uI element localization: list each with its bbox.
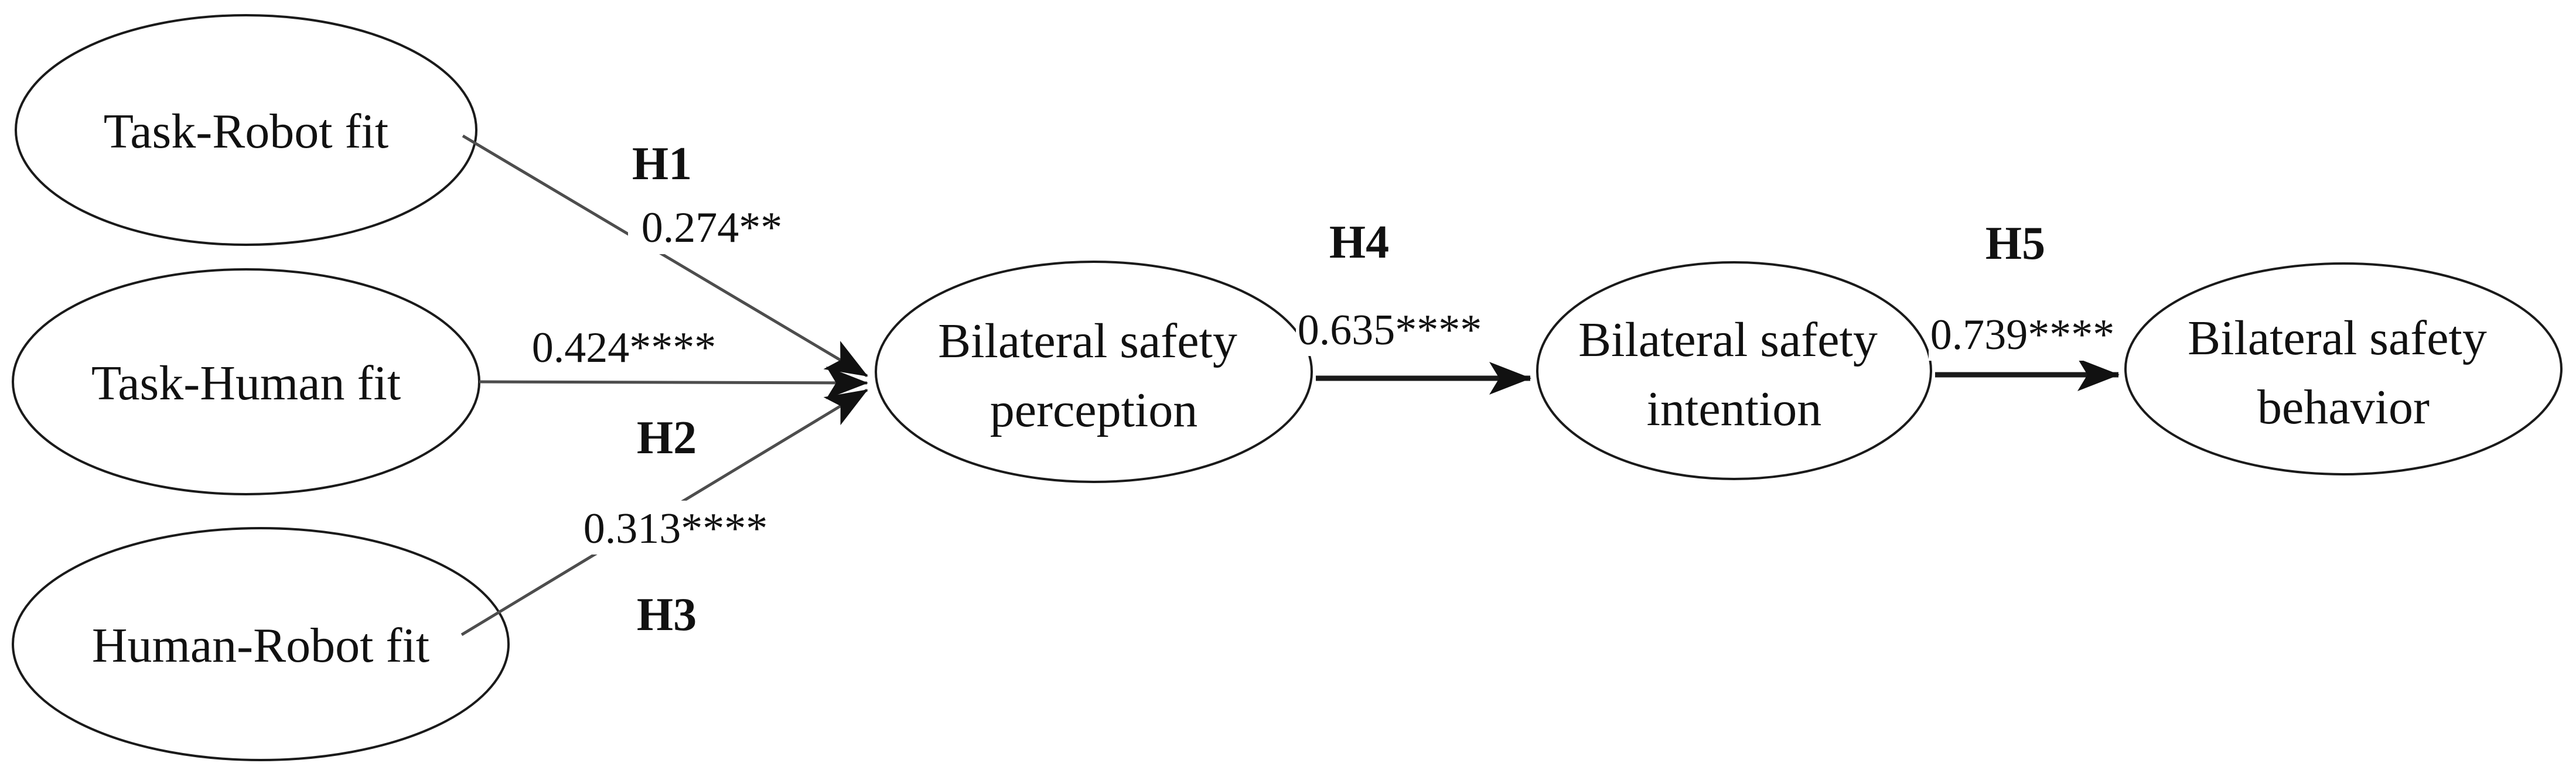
coefficient-halo (628, 200, 798, 254)
hypothesis-label: H5 (1985, 218, 2045, 269)
coefficient-label: 0.274** (642, 204, 783, 252)
path-h4-labels: H4 0.635**** (1298, 217, 1482, 354)
node-ellipse (15, 14, 477, 246)
coefficient-halo (1929, 307, 2116, 361)
node-label: Task-Robot fit (104, 104, 388, 159)
path-h2-arrow (479, 366, 868, 399)
node-label: Bilateral safety intention (1578, 313, 1890, 436)
path-h5-labels: H5 0.739**** (1930, 218, 2115, 359)
node-label-line1: Bilateral safety (1578, 313, 1878, 367)
node-label: Human-Robot fit (92, 618, 429, 673)
coefficient-label: 0.313**** (584, 505, 768, 553)
node-human-robot-fit: Human-Robot fit (12, 527, 510, 761)
node-label-line2: perception (990, 383, 1198, 437)
node-ellipse (2124, 262, 2563, 475)
node-ellipse (12, 527, 510, 761)
coefficient-halo (1296, 302, 1483, 356)
node-ellipse (875, 261, 1313, 483)
path-h1-labels: H1 0.274** (632, 138, 782, 252)
path-h1-arrow (462, 134, 868, 378)
node-bilateral-safety-intention: Bilateral safety intention (1536, 261, 1932, 480)
node-bilateral-safety-perception: Bilateral safety perception (875, 261, 1313, 483)
node-label: Bilateral safety behavior (2188, 311, 2499, 434)
coefficient-halo (584, 501, 769, 555)
path-h2-labels: 0.424**** H2 (532, 324, 716, 464)
node-label: Bilateral safety perception (938, 314, 1250, 437)
node-label-line1: Bilateral safety (2188, 311, 2487, 365)
node-task-human-fit: Task-Human fit (12, 268, 480, 495)
coefficient-label: 0.635**** (1298, 306, 1482, 354)
hypothesis-label: H1 (632, 138, 692, 190)
node-label-line2: intention (1647, 382, 1822, 436)
node-task-robot-fit: Task-Robot fit (15, 14, 477, 246)
hypothesis-label: H3 (637, 589, 697, 641)
hypothesis-label: H2 (637, 412, 697, 464)
node-label-line2: behavior (2257, 380, 2430, 434)
coefficient-label: 0.424**** (532, 324, 716, 372)
coefficient-label: 0.739**** (1930, 311, 2115, 359)
node-bilateral-safety-behavior: Bilateral safety behavior (2124, 262, 2563, 475)
node-ellipse (1536, 261, 1932, 480)
path-h3-labels: 0.313**** H3 (584, 505, 768, 641)
hypothesis-label: H4 (1329, 217, 1389, 268)
node-label: Task-Human fit (91, 356, 401, 410)
node-label-line1: Bilateral safety (938, 314, 1237, 368)
coefficient-halo (532, 320, 717, 374)
